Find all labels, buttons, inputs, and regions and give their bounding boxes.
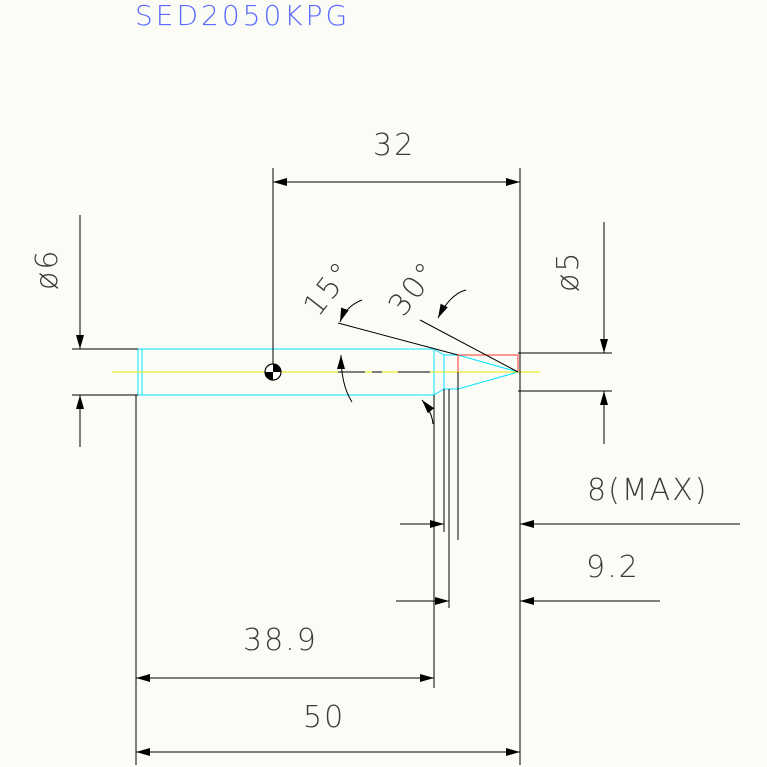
angle-15-label: 15° (297, 255, 361, 323)
dim-dia5-label: ø5 (551, 251, 586, 292)
datum-symbol (264, 363, 282, 381)
dim-dia6-label: ø6 (30, 249, 65, 290)
dim-9-2-label: 9.2 (586, 550, 640, 585)
dimension-lines (72, 168, 740, 765)
drawing-title: SED2050KPG (135, 0, 350, 32)
dim-38-9-label: 38.9 (243, 623, 318, 658)
angle-30-label: 30° (382, 255, 446, 323)
dim-8max-label: 8(MAX) (587, 473, 708, 508)
dim-32-label: 32 (373, 128, 415, 163)
dim-50-label: 50 (303, 700, 345, 735)
